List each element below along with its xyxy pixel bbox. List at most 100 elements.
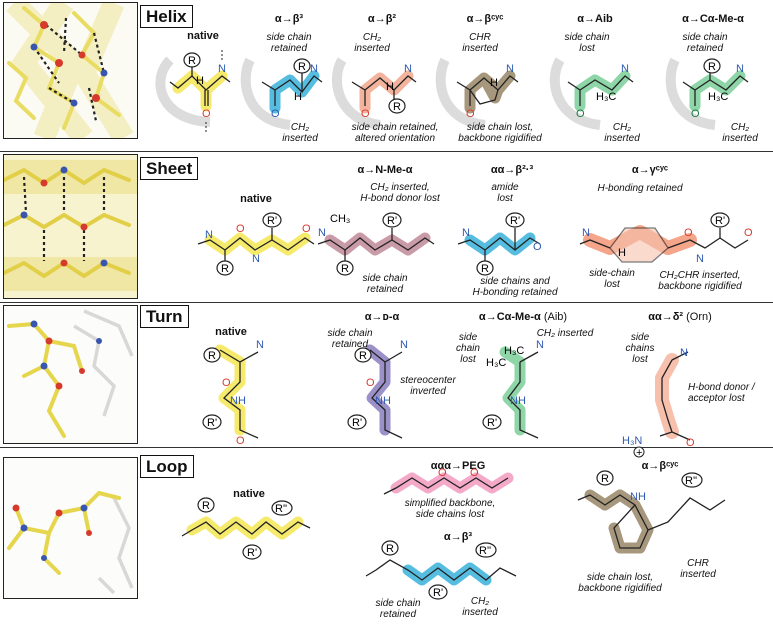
- loop-betacyc-ann-left: side chain lost,backbone rigidified: [578, 572, 661, 594]
- ann-line: amide: [491, 182, 519, 193]
- loop-header-beta3: α→β³: [443, 531, 473, 543]
- turn-orn-h3n: H₃N: [622, 435, 642, 447]
- sheet-native-molecule: R R' N N O O: [197, 212, 315, 276]
- helix-header-beta3: α→β³: [274, 13, 304, 25]
- turn-orn-ann-bot: H-bond donor /acceptor lost: [688, 382, 755, 404]
- turn-header-orn-suffix: (Orn): [686, 311, 712, 323]
- ann-line: chain: [456, 343, 480, 354]
- helix-beta3-r: R: [298, 61, 306, 73]
- ann-line: CH₂: [612, 122, 632, 133]
- helix-aib-h3c: H₃C: [596, 91, 616, 103]
- ann-line: inserted: [354, 43, 390, 54]
- sheet-gcyc-o1: O: [684, 227, 693, 239]
- helix-cme-o: O: [691, 108, 700, 120]
- helix-cme-molecule: R O N H₃C: [665, 57, 749, 130]
- helix-betacyc-n: N: [506, 63, 514, 75]
- helix-betacyc-o: O: [466, 108, 475, 120]
- ann-line: side: [630, 332, 650, 343]
- turn-orn-plus: +: [636, 447, 642, 459]
- turn-dalpha-o: O: [366, 377, 375, 389]
- ann-line: side chain: [327, 328, 373, 339]
- helix-aib-molecule: O N H₃C: [549, 57, 634, 130]
- loop-peg-o2: O: [470, 467, 479, 479]
- ann-line: side chain lost,: [466, 122, 534, 133]
- loop-native-molecule: R R' R'': [181, 497, 311, 560]
- sheet-b23-o: O: [533, 241, 542, 253]
- row-label-turn: Turn: [140, 305, 189, 328]
- loop-header-betacyc: α→βᶜʸᶜ: [641, 460, 679, 472]
- helix-cme-h3c: H₃C: [708, 91, 728, 103]
- turn-header-cme-text: α→Cα-Me-α: [478, 311, 541, 323]
- sheet-nme-ch3: CH₃: [330, 213, 350, 225]
- helix-header-native: native: [187, 30, 219, 42]
- turn-cme-nh: NH: [510, 395, 526, 407]
- turn-native-o1: O: [222, 377, 231, 389]
- turn-dalpha-r1: R': [352, 417, 362, 429]
- turn-orn-molecule: N H₃N + O: [622, 347, 695, 459]
- ann-line: H-bond donor lost: [360, 193, 440, 204]
- sheet-header-b23: αα→β²·³: [490, 164, 534, 176]
- loop-native-r1: R': [247, 547, 257, 559]
- turn-native-r1: R': [207, 417, 217, 429]
- turn-header-dalpha: α→ᴅ-α: [364, 311, 400, 323]
- sheet-nme-n: N: [318, 227, 326, 239]
- loop-beta3-r1: R': [433, 587, 443, 599]
- ann-line: inserted: [722, 133, 758, 144]
- ann-line: inverted: [410, 386, 446, 397]
- ann-line: retained: [270, 43, 308, 54]
- turn-header-orn-text: αα→δ²: [648, 311, 684, 323]
- sheet-nme-r: R: [341, 263, 349, 275]
- ann-line: CH₂CHR inserted,: [659, 270, 741, 281]
- ann-line: retained: [331, 339, 369, 350]
- helix-beta3-o: O: [271, 108, 280, 120]
- sheet-gcyc-ann-top: H-bonding retained: [597, 183, 682, 194]
- turn-dalpha-n: N: [400, 339, 408, 351]
- ann-line: inserted: [282, 133, 318, 144]
- ann-line: backbone rigidified: [458, 133, 542, 144]
- turn-structure-thumbnail: [3, 305, 138, 444]
- turn-native-highlight: [214, 344, 246, 436]
- helix-aib-n: N: [621, 63, 629, 75]
- ann-line: CHR: [469, 32, 491, 43]
- ann-line: acceptor lost: [688, 393, 745, 404]
- turn-header-cme-suffix: (Aib): [543, 311, 568, 323]
- loop-structure-thumbnail: [3, 457, 138, 599]
- sheet-gcyc-n1: N: [582, 227, 590, 239]
- helix-betacyc-h: H: [490, 77, 498, 89]
- loop-beta3-r: R: [386, 543, 394, 555]
- loop-beta3-r2: R'': [479, 545, 491, 557]
- helix-native-r: R: [188, 55, 196, 67]
- helix-structure-thumbnail: [3, 2, 138, 139]
- turn-cme-h3c1: H₃C: [486, 357, 506, 369]
- ann-line: H-bond donor /: [688, 382, 755, 393]
- loop-betacyc-molecule: R R'' NH: [577, 470, 726, 554]
- turn-cme-h3c2: H₃C: [504, 345, 524, 357]
- ann-line: H-bonding retained: [472, 287, 558, 298]
- ann-line: retained: [366, 284, 404, 295]
- sheet-header-nme: α→N-Me-α: [357, 164, 413, 176]
- helix-native-n: N: [218, 63, 226, 75]
- helix-beta2-molecule: R H N O: [331, 57, 417, 130]
- ann-line: side chain: [682, 32, 728, 43]
- row-divider-middle: [0, 302, 773, 303]
- helix-betacyc-molecule: H N O: [435, 57, 519, 130]
- sheet-nme-molecule: N CH₃ R R': [317, 212, 435, 276]
- ann-line: H-bonding retained: [597, 183, 683, 194]
- ann-line: CH₂: [470, 596, 490, 607]
- sheet-structure-thumbnail: [3, 154, 138, 299]
- ann-line: altered orientation: [354, 133, 436, 144]
- row-label-sheet: Sheet: [140, 157, 199, 180]
- sheet-native-n1: N: [205, 229, 213, 241]
- sheet-native-r: R: [221, 263, 229, 275]
- ann-line: side chains lost: [415, 509, 485, 520]
- loop-betacyc-nh: NH: [630, 491, 646, 503]
- sheet-nme-ann-top: CH₂ inserted,H-bond donor lost: [360, 182, 440, 204]
- helix-native-h: H: [196, 75, 204, 87]
- ann-line: CH₂: [362, 32, 382, 43]
- turn-native-molecule: R R' N NH O O: [202, 339, 264, 447]
